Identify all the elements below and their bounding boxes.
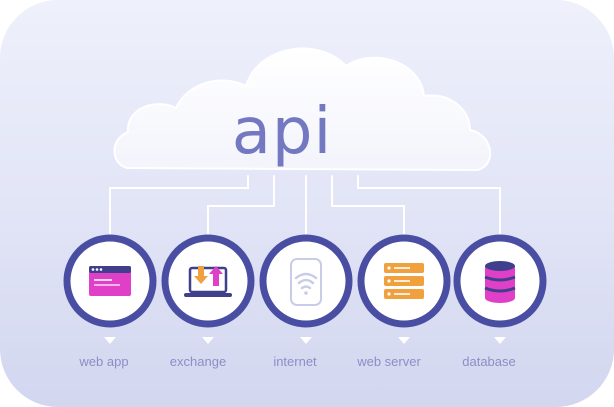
connector-exchange <box>207 175 275 237</box>
cloud-label: api <box>232 95 333 169</box>
cloud-shape <box>113 47 492 172</box>
node-label-web-app: web app <box>78 354 128 369</box>
pointer-triangle <box>104 337 116 344</box>
node-database[interactable]: database <box>453 234 547 369</box>
connector-web-app <box>109 175 249 237</box>
phone-wifi-icon <box>290 258 322 306</box>
node-web-server[interactable]: web server <box>356 234 451 369</box>
connector-web-server <box>331 175 405 237</box>
pointer-triangle <box>494 337 506 344</box>
node-internet[interactable]: internet <box>259 234 353 369</box>
pointer-triangle <box>300 337 312 344</box>
pointer-triangle <box>398 337 410 344</box>
node-label-exchange: exchange <box>170 354 226 369</box>
node-web-app[interactable]: web app <box>63 234 157 369</box>
browser-window-icon <box>89 266 131 296</box>
node-label-internet: internet <box>273 354 317 369</box>
node-label-database: database <box>462 354 516 369</box>
server-stack-icon <box>384 263 424 299</box>
connectors <box>109 175 501 237</box>
database-icon <box>484 261 516 303</box>
node-exchange[interactable]: exchange <box>161 234 255 369</box>
node-label-web-server: web server <box>356 354 421 369</box>
laptop-exchange-icon <box>184 266 232 297</box>
connector-database <box>357 175 501 237</box>
pointer-triangle <box>202 337 214 344</box>
